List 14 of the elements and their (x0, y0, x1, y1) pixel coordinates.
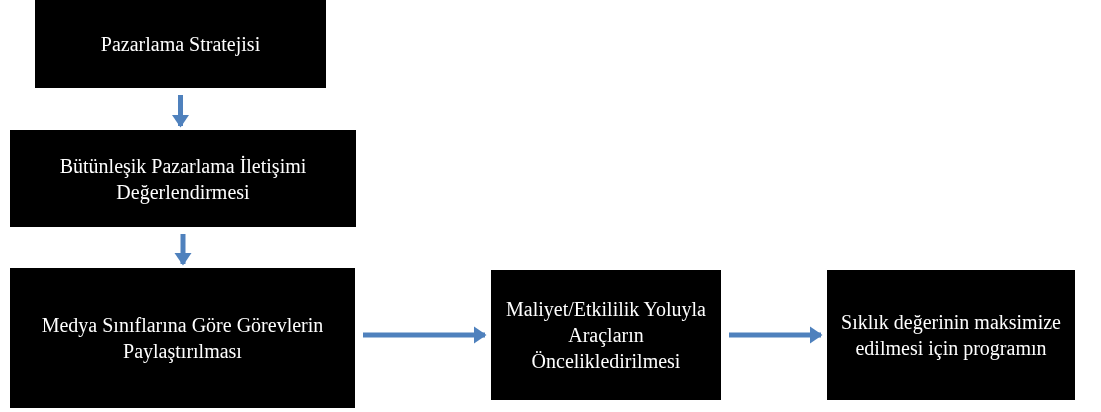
arrow (174, 234, 192, 266)
process-box (827, 270, 1075, 400)
arrow (363, 326, 487, 344)
process-box (35, 0, 326, 88)
box-label: Maliyet/Etkililik Yoluyla Araçların Öncelikledirilmesi (505, 297, 707, 374)
arrow (172, 95, 189, 128)
box-label: Sıklık değerinin maksimize edilmesi için programın (840, 310, 1062, 361)
arrow (729, 326, 823, 344)
box-label: Pazarlama Stratejisi (100, 32, 261, 57)
box-label: Medya Sınıflarına Göre Görevlerin Paylaştırılması (40, 313, 325, 364)
process-box (491, 270, 721, 400)
process-box (10, 268, 355, 408)
box-label: Bütünleşik Pazarlama İletişimi Değerlendirmesi (58, 153, 308, 205)
process-box (10, 130, 356, 227)
